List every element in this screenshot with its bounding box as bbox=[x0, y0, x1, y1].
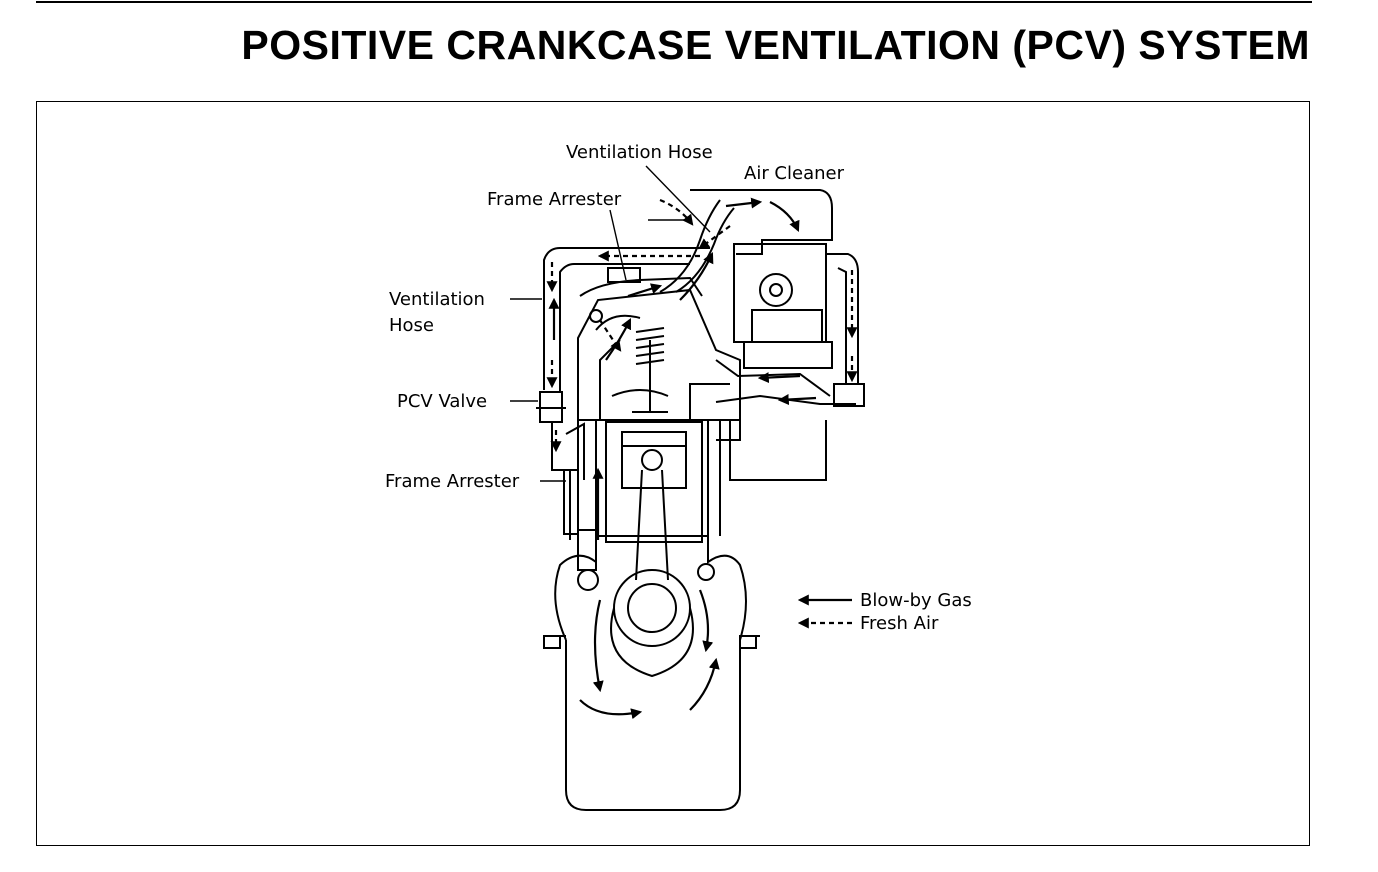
page-title: POSITIVE CRANKCASE VENTILATION (PCV) SYS… bbox=[241, 22, 1310, 68]
engine-block bbox=[536, 189, 865, 811]
leader-lines bbox=[510, 165, 730, 482]
blow-by-flow-arrows bbox=[548, 197, 817, 720]
fresh-air-flow-arrows bbox=[546, 198, 858, 453]
top-rule bbox=[36, 1, 1312, 3]
label-ventilation-hose-left-line2: Hose bbox=[389, 315, 434, 336]
legend: Blow-by Gas Fresh Air bbox=[797, 590, 972, 634]
label-air-cleaner: Air Cleaner bbox=[744, 163, 845, 184]
legend-fresh-air-label: Fresh Air bbox=[860, 613, 939, 634]
legend-blow-by-label: Blow-by Gas bbox=[860, 590, 972, 611]
label-ventilation-hose-top: Ventilation Hose bbox=[566, 142, 713, 163]
label-ventilation-hose-left-line1: Ventilation bbox=[389, 289, 485, 310]
label-pcv-valve: PCV Valve bbox=[397, 391, 487, 412]
label-frame-arrester-top: Frame Arrester bbox=[487, 189, 622, 210]
label-frame-arrester-left: Frame Arrester bbox=[385, 471, 520, 492]
diagram-frame bbox=[36, 101, 1310, 846]
